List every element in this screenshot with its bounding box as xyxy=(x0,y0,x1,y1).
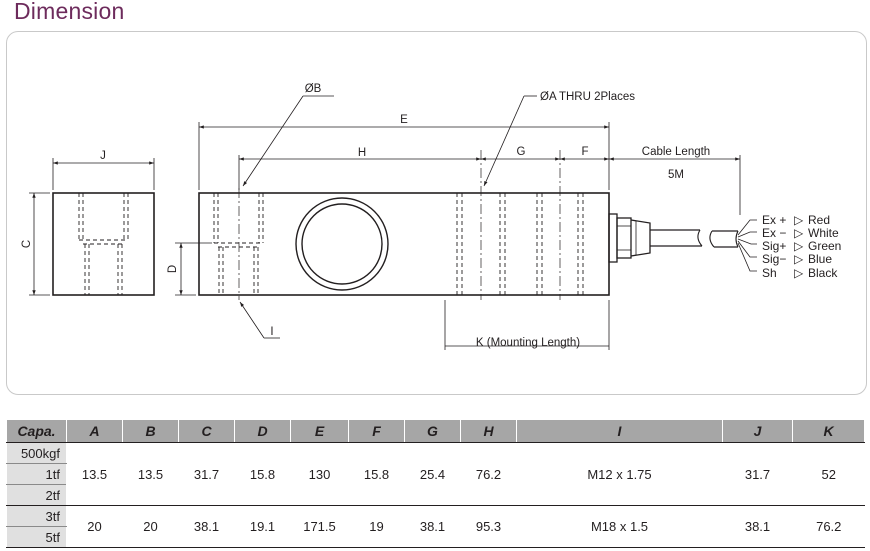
value-b: 13.5 xyxy=(122,442,179,506)
value-g: 38.1 xyxy=(404,505,461,548)
label-k: K (Mounting Length) xyxy=(476,337,580,349)
label-f: F xyxy=(581,146,588,158)
label-g: G xyxy=(517,146,526,158)
value-d: 19.1 xyxy=(234,505,291,548)
wire-color: Green xyxy=(808,239,841,253)
label-b: ØB xyxy=(305,83,322,95)
value-h: 76.2 xyxy=(460,442,517,506)
value-i: M18 x 1.5 xyxy=(516,505,723,548)
table-row: 5tf xyxy=(6,526,865,548)
label-a: ØA THRU 2Places xyxy=(540,91,635,103)
wire-signal: Ex − xyxy=(762,226,786,240)
header-c: C xyxy=(178,419,235,443)
table-row: 2tf xyxy=(6,484,865,506)
header-j: J xyxy=(722,419,793,443)
value-f: 15.8 xyxy=(348,442,405,506)
label-cable-length: Cable Length xyxy=(642,146,710,158)
wiring-legend: Ex + ▷ Red Ex − ▷ White Sig+ ▷ Green Sig… xyxy=(762,213,841,280)
value-h: 95.3 xyxy=(460,505,517,548)
drawing-panel xyxy=(6,31,867,395)
wire-signal: Sig− xyxy=(762,252,786,266)
value-a: 13.5 xyxy=(66,442,123,506)
header-a: A xyxy=(66,419,123,443)
header-b: B xyxy=(122,419,179,443)
wire-arrow-icon: ▷ xyxy=(794,239,804,253)
value-c: 31.7 xyxy=(178,442,235,506)
header-capa: Capa. xyxy=(6,419,67,443)
capacity-cell: 3tf xyxy=(6,505,67,527)
wire-color: Red xyxy=(808,213,830,227)
label-i: I xyxy=(270,326,273,338)
header-d: D xyxy=(234,419,291,443)
wire-arrow-icon: ▷ xyxy=(794,226,804,240)
header-f: F xyxy=(348,419,405,443)
label-c: C xyxy=(21,240,33,248)
table-row: 500kgf 13.5 13.5 31.7 15.8 130 15.8 25.4… xyxy=(6,442,865,506)
header-h: H xyxy=(460,419,517,443)
value-e: 171.5 xyxy=(290,505,349,548)
header-g: G xyxy=(404,419,461,443)
value-e: 130 xyxy=(290,442,349,506)
label-h: H xyxy=(358,147,366,159)
wire-signal: Ex + xyxy=(762,213,786,227)
value-j: 38.1 xyxy=(722,505,793,548)
wire-arrow-icon: ▷ xyxy=(794,213,804,227)
header-i: I xyxy=(516,419,723,443)
end-view xyxy=(29,158,155,296)
wire-arrow-icon: ▷ xyxy=(794,252,804,266)
header-k: K xyxy=(792,419,865,443)
label-j: J xyxy=(100,150,106,162)
value-k: 76.2 xyxy=(792,505,865,548)
table-row: 3tf 20 20 38.1 19.1 171.5 19 38.1 95.3 M… xyxy=(6,505,865,548)
wire-signal: Sh xyxy=(762,266,777,280)
table-header-row: Capa. A B C D E F G H I J K xyxy=(6,419,865,443)
capacity-cell: 2tf xyxy=(6,484,67,506)
value-i: M12 x 1.75 xyxy=(516,442,723,506)
value-g: 25.4 xyxy=(404,442,461,506)
capacity-cell: 500kgf xyxy=(6,442,67,464)
header-e: E xyxy=(290,419,349,443)
wire-color: Black xyxy=(808,266,838,280)
label-e: E xyxy=(400,114,408,126)
wire-color: White xyxy=(808,226,839,240)
dimension-drawing: J C D I ØB ØA THRU 2Places E H G F Cable… xyxy=(21,83,841,350)
wire-color: Blue xyxy=(808,252,832,266)
value-f: 19 xyxy=(348,505,405,548)
capacity-cell: 5tf xyxy=(6,526,67,548)
front-view xyxy=(175,95,757,350)
value-j: 31.7 xyxy=(722,442,793,506)
page-title: Dimension xyxy=(14,0,125,24)
value-a: 20 xyxy=(66,505,123,548)
value-d: 15.8 xyxy=(234,442,291,506)
wire-signal: Sig+ xyxy=(762,239,786,253)
value-c: 38.1 xyxy=(178,505,235,548)
wire-arrow-icon: ▷ xyxy=(794,266,804,280)
capacity-cell: 1tf xyxy=(6,463,67,485)
value-k: 52 xyxy=(792,442,865,506)
label-d: D xyxy=(167,265,179,273)
value-b: 20 xyxy=(122,505,179,548)
label-cable-value: 5M xyxy=(668,169,684,181)
spec-table: Capa. A B C D E F G H I J K 500kgf 13.5 … xyxy=(6,419,865,548)
